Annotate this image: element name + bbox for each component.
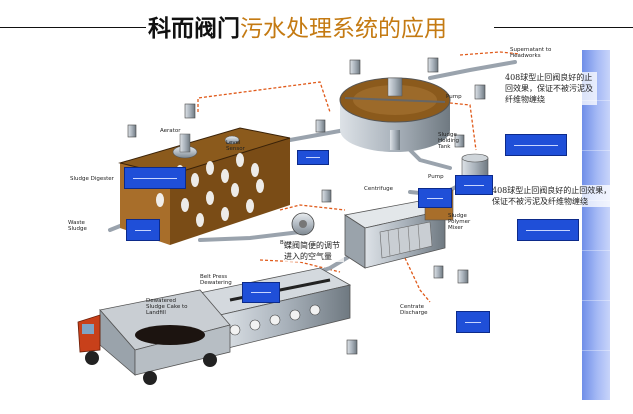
callout-box <box>505 134 567 156</box>
label-pump-top: Pump <box>446 94 462 100</box>
label-sludge-holding-tank: Sludge Holding Tank <box>438 132 460 150</box>
callout-air-valve-note: 蝶阀简便的调节进入的空气量 <box>284 240 344 262</box>
flow-line-supernatant <box>459 51 521 56</box>
label-level-sensor: Level Sensor <box>226 140 245 152</box>
blower <box>291 212 315 236</box>
level-sensor-head <box>224 135 240 145</box>
callout-box <box>242 282 280 303</box>
flow-line-mid <box>279 204 346 211</box>
title-rule-left <box>0 27 146 28</box>
callout-valve-note-2: 408球型止回阀良好的止回效果，保证不被污泥及纤维物缠绕 <box>492 185 612 207</box>
dump-truck <box>77 289 231 385</box>
label-dewatered: Dewatered Sludge Cake to Landfill <box>146 298 188 316</box>
valves <box>127 57 486 355</box>
callout-box <box>456 311 490 333</box>
label-centrifuge: Centrifuge <box>364 186 393 192</box>
label-aerator: Aerator <box>160 128 181 134</box>
label-sludge-polymer-mixer: Sludge Polymer Mixer <box>448 213 471 231</box>
title-rule-right <box>494 27 633 28</box>
label-sludge-digester: Sludge Digester <box>70 176 114 182</box>
title-brand: 科而阀门 <box>148 15 240 42</box>
flow-line-centrate <box>404 257 431 303</box>
label-supernatant: Supernatant to Headworks <box>510 47 552 59</box>
label-waste-sludge: Waste Sludge <box>68 220 87 232</box>
clarifier-tank <box>339 77 451 152</box>
flow-line-top <box>197 81 331 113</box>
callout-box <box>517 219 579 241</box>
label-belt-press: Belt Press Dewatering <box>200 274 232 286</box>
label-centrate: Centrate Discharge <box>400 304 428 316</box>
callout-box <box>418 188 452 208</box>
pipe-tank-to-supernatant <box>428 60 517 80</box>
label-pump-mid: Pump <box>428 174 444 180</box>
callout-valve-note-1: 408球型止回阀良好的止回效果，保证不被污泥及纤维物缠绕 <box>505 72 597 105</box>
callout-box <box>126 219 160 241</box>
callout-box <box>455 175 493 195</box>
title-subtitle: 污水处理系统的应用 <box>240 16 447 42</box>
pipe-blower <box>198 230 302 242</box>
side-color-panel <box>582 50 610 400</box>
pipe-digester-to-tank <box>288 128 347 142</box>
callout-box <box>297 150 329 165</box>
callout-box <box>124 167 186 189</box>
slide-title: 科而阀门污水处理系统的应用 <box>148 10 447 42</box>
